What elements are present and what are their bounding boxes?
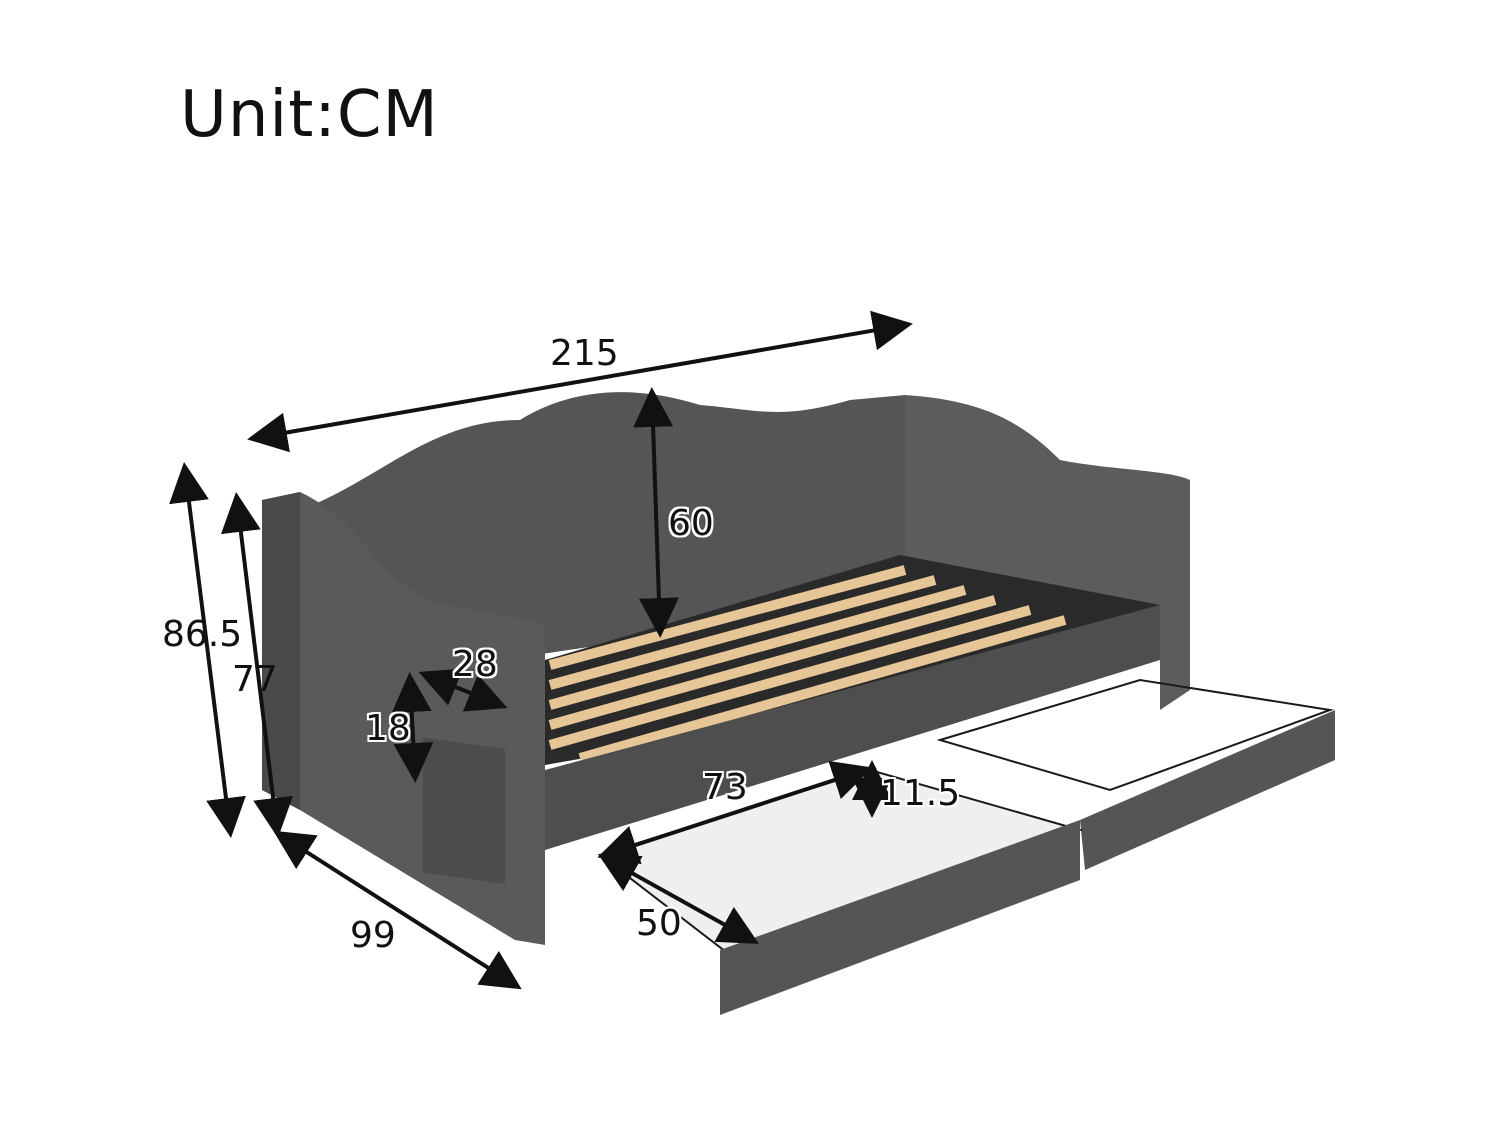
arm-height-label: 77 xyxy=(232,659,278,700)
unit-label: Unit:CM xyxy=(180,78,439,152)
drawer-length-label: 73 xyxy=(702,767,748,808)
drawer-right xyxy=(936,678,1335,870)
drawer-width-label: 50 xyxy=(636,903,682,944)
dimension-arrows xyxy=(169,310,913,990)
pocket-width-label: 28 xyxy=(452,644,498,685)
side-pocket xyxy=(423,737,505,884)
total-height-label: 86.5 xyxy=(162,614,243,655)
backrest-height-label: 60 xyxy=(668,503,714,544)
pocket-height-label: 18 xyxy=(365,708,411,749)
depth-label: 99 xyxy=(350,915,396,956)
length-label: 215 xyxy=(550,333,619,374)
drawer-height-label: 11.5 xyxy=(880,773,961,814)
